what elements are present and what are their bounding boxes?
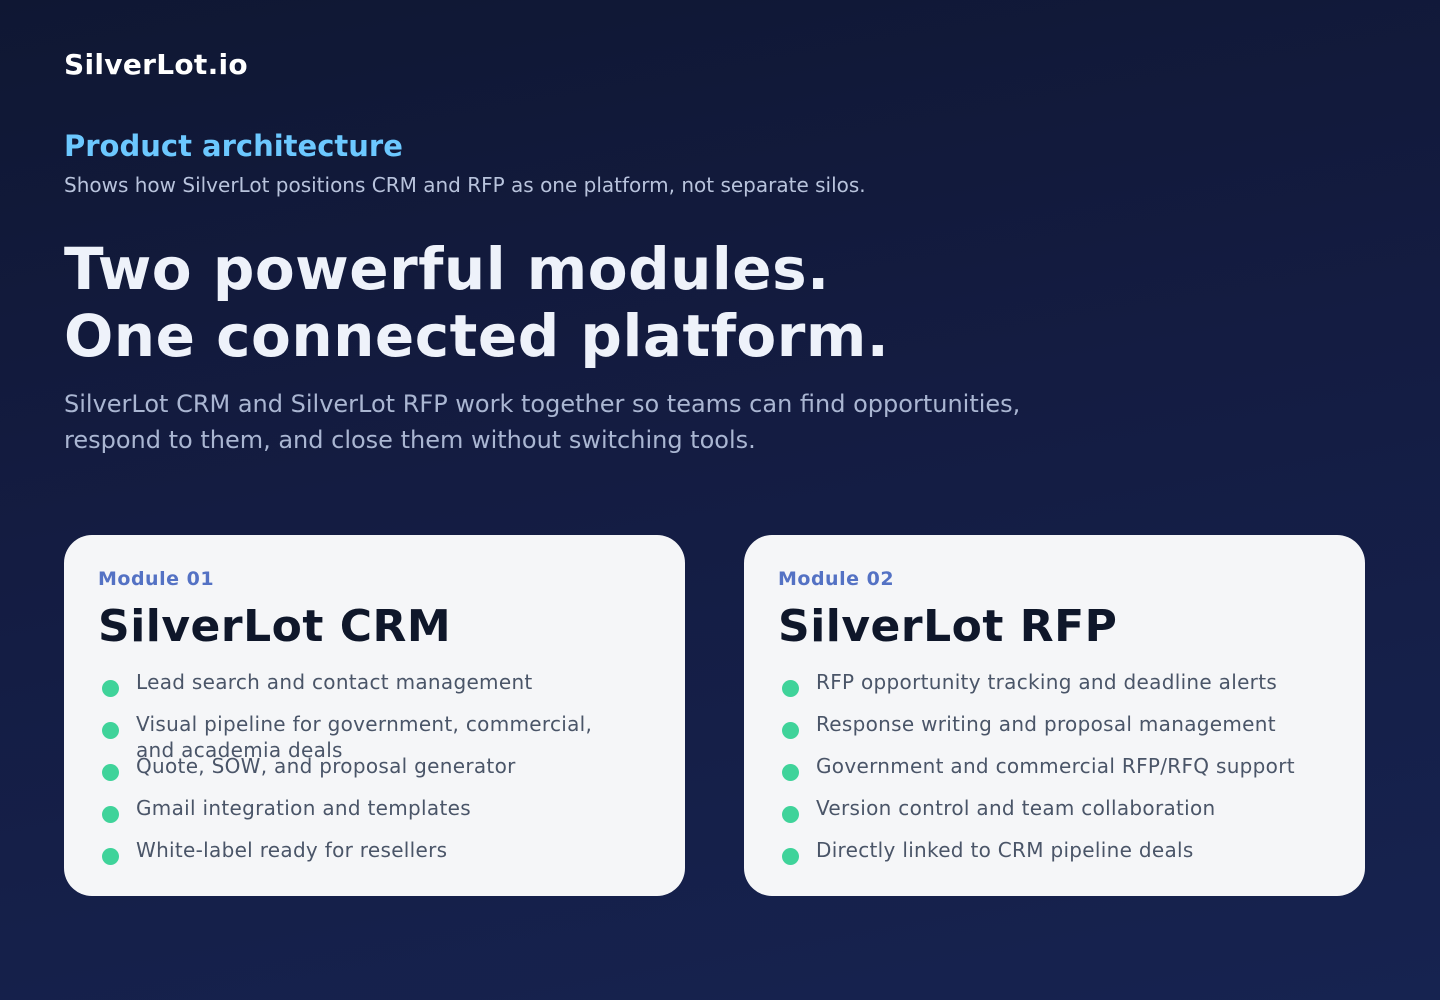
feature-text: Response writing and proposal management [816, 712, 1276, 736]
section-eyebrow: Product architecture [64, 129, 403, 163]
brand-logo[interactable]: SilverLot.io [64, 48, 248, 81]
feature-item: Quote, SOW, and proposal generator [98, 753, 651, 795]
module-title: SilverLot RFP [778, 601, 1118, 652]
feature-item: Response writing and proposal management [778, 711, 1331, 753]
module-card-rfp: Module 02 SilverLot RFP RFP opportunity … [744, 535, 1365, 896]
headline-line-1: Two powerful modules. [64, 235, 830, 303]
module-card-crm: Module 01 SilverLot CRM Lead search and … [64, 535, 685, 896]
bullet-dot-icon [102, 848, 119, 865]
feature-text: Directly linked to CRM pipeline deals [816, 838, 1194, 862]
feature-text: Quote, SOW, and proposal generator [136, 754, 516, 778]
feature-item: White-label ready for resellers [98, 837, 651, 879]
feature-item: RFP opportunity tracking and deadline al… [778, 669, 1331, 711]
feature-text: Lead search and contact management [136, 670, 533, 694]
bullet-dot-icon [102, 806, 119, 823]
bullet-dot-icon [102, 764, 119, 781]
module-tag: Module 02 [778, 568, 895, 590]
bullet-dot-icon [102, 722, 119, 739]
module-title: SilverLot CRM [98, 601, 452, 652]
feature-item: Directly linked to CRM pipeline deals [778, 837, 1331, 879]
feature-text: Visual pipeline for government, commerci… [136, 712, 593, 762]
feature-item: Gmail integration and templates [98, 795, 651, 837]
feature-item: Visual pipeline for government, commerci… [98, 711, 651, 762]
feature-item: Version control and team collaboration [778, 795, 1331, 837]
page-headline: Two powerful modules. One connected plat… [64, 236, 889, 370]
bullet-dot-icon [102, 680, 119, 697]
bullet-dot-icon [782, 848, 799, 865]
feature-text: Government and commercial RFP/RFQ suppor… [816, 754, 1295, 778]
feature-text: White-label ready for resellers [136, 838, 448, 862]
lead-paragraph: SilverLot CRM and SilverLot RFP work tog… [64, 390, 1021, 454]
feature-text: Version control and team collaboration [816, 796, 1216, 820]
feature-item: Lead search and contact management [98, 669, 651, 711]
feature-list: RFP opportunity tracking and deadline al… [778, 669, 1331, 879]
feature-text: RFP opportunity tracking and deadline al… [816, 670, 1278, 694]
headline-line-2: One connected platform. [64, 302, 890, 370]
bullet-dot-icon [782, 806, 799, 823]
feature-item: Government and commercial RFP/RFQ suppor… [778, 753, 1331, 795]
feature-text: Gmail integration and templates [136, 796, 471, 820]
bullet-dot-icon [782, 764, 799, 781]
feature-list: Lead search and contact management Visua… [98, 669, 651, 879]
section-description: Shows how SilverLot positions CRM and RF… [64, 173, 866, 197]
bullet-dot-icon [782, 722, 799, 739]
module-tag: Module 01 [98, 568, 215, 590]
bullet-dot-icon [782, 680, 799, 697]
